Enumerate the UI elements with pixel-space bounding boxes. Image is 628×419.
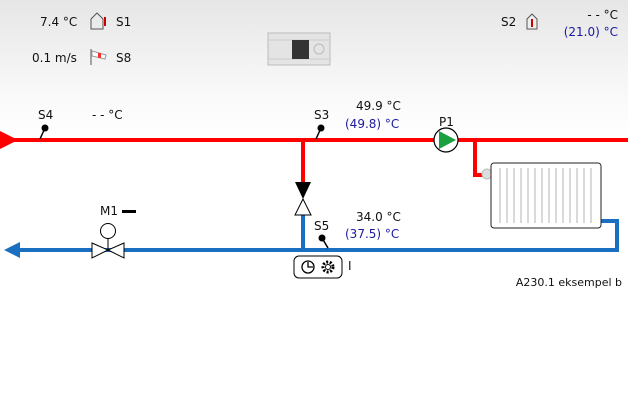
house-thermometer-icon (90, 12, 106, 30)
controller-mode: I (348, 259, 352, 273)
sensor-s5-icon[interactable] (318, 234, 329, 249)
outdoor-sensor-label: S1 (116, 15, 132, 29)
s5-label: S5 (314, 219, 330, 233)
three-way-valve-icon (294, 182, 312, 216)
clock-icon (301, 260, 315, 274)
sensor-s4-icon[interactable] (39, 124, 49, 140)
valve-m1-icon[interactable] (91, 223, 125, 259)
windsock-icon (90, 49, 107, 65)
return-arrow-icon (4, 242, 20, 258)
gear-icon (321, 260, 335, 274)
diagram-caption: A230.1 eksempel b (515, 276, 622, 289)
bypass-pipe-supply (301, 140, 305, 184)
radiator-supply-pipe (473, 140, 477, 177)
sensor-s3-icon[interactable] (315, 124, 325, 140)
room-setpoint: (21.0) °C (563, 25, 618, 39)
valve-label: M1 (100, 204, 118, 218)
radiator-icon (481, 162, 602, 229)
valve-state-indicator (122, 210, 136, 213)
s5-setpoint: (37.5) °C (345, 227, 400, 241)
wind-speed: 0.1 m/s (32, 51, 77, 65)
pump-label: P1 (439, 115, 454, 129)
s4-label: S4 (38, 108, 54, 122)
supply-arrow-icon (0, 131, 18, 149)
s3-value: 49.9 °C (356, 99, 401, 113)
s3-setpoint: (49.8) °C (345, 117, 400, 131)
room-thermometer-icon (526, 13, 538, 30)
pump-p1-icon[interactable] (433, 127, 459, 153)
controller-mode-box[interactable] (293, 255, 343, 279)
s3-label: S3 (314, 108, 330, 122)
outdoor-temp: 7.4 °C (40, 15, 78, 29)
wind-sensor-label: S8 (116, 51, 132, 65)
s4-value: - - °C (92, 108, 123, 122)
room-temp: - - °C (587, 8, 618, 22)
supply-pipe (0, 138, 628, 142)
room-sensor-label: S2 (501, 15, 517, 29)
bypass-pipe-return (301, 214, 305, 250)
controller-device-image[interactable] (267, 32, 331, 66)
return-pipe (10, 248, 619, 252)
s5-value: 34.0 °C (356, 210, 401, 224)
